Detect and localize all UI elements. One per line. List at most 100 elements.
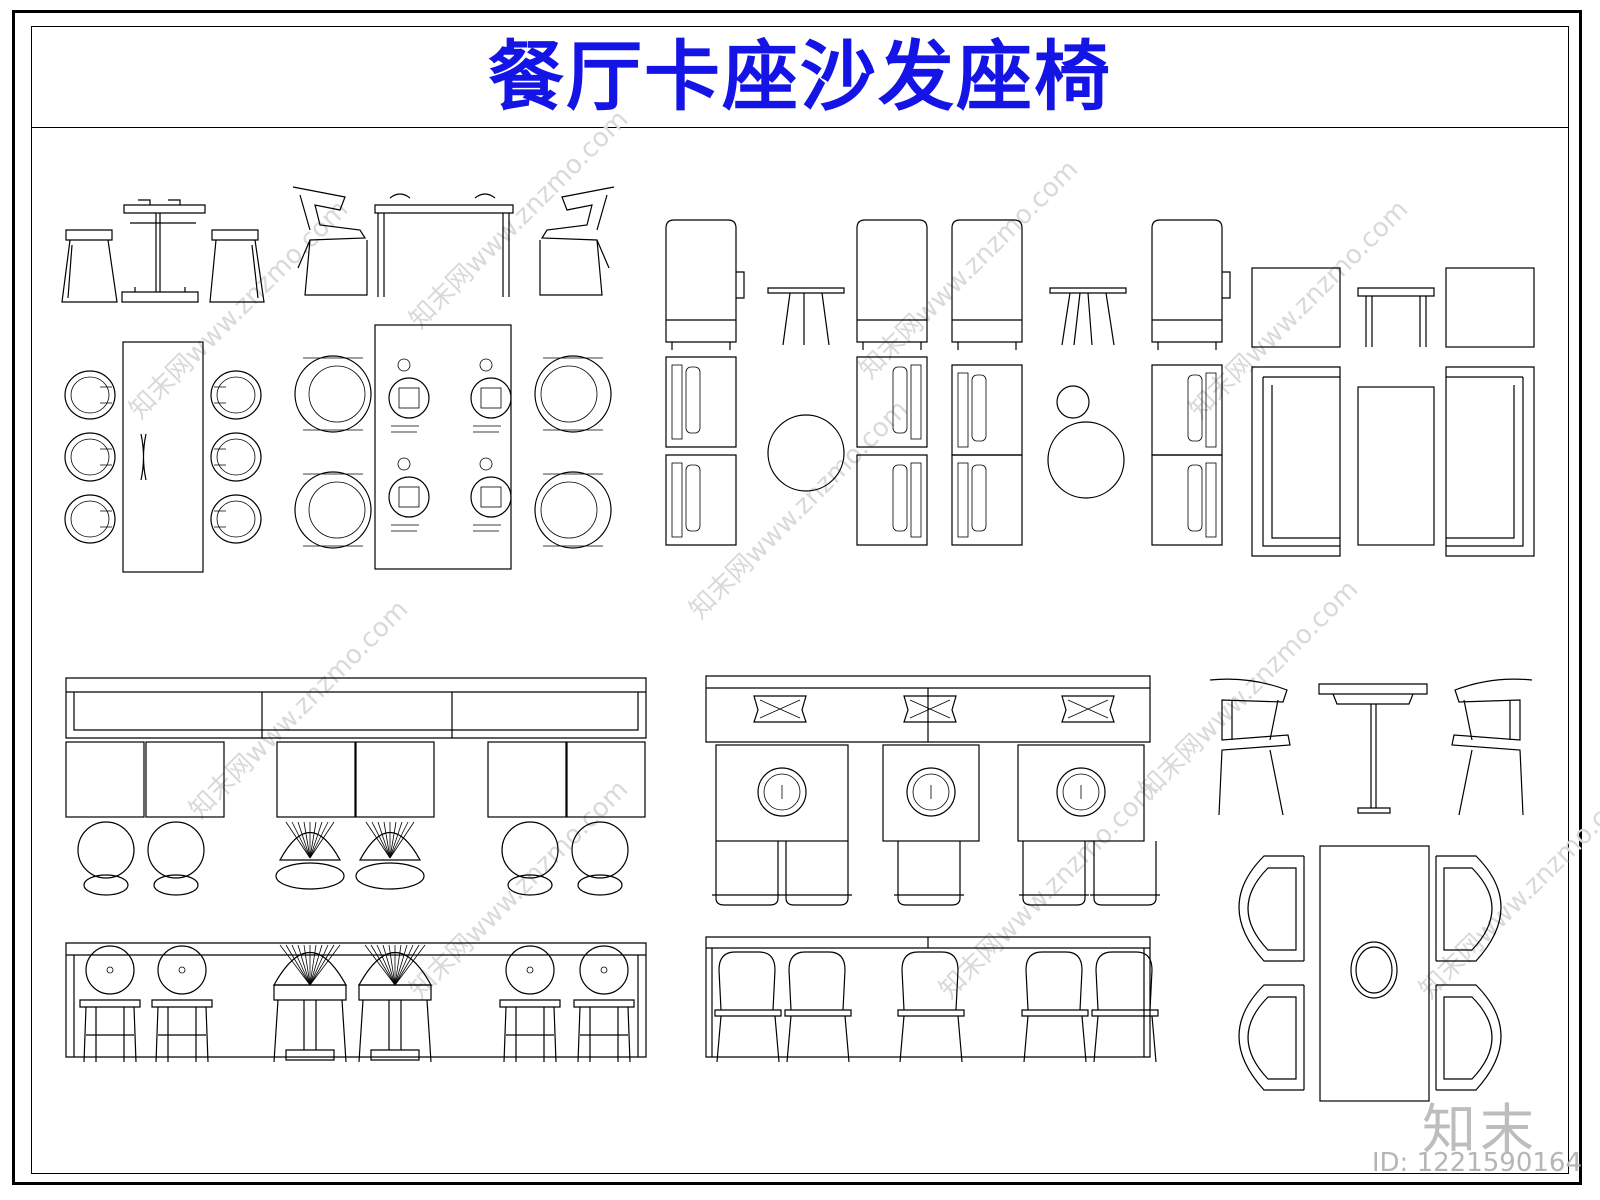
- ball-stool-base: [507, 874, 553, 896]
- cushion: [903, 695, 957, 723]
- fan-bar-stool-frame: [273, 984, 347, 1063]
- hotpot-burner: [388, 377, 430, 419]
- rect-table-plan: [1357, 386, 1435, 546]
- square-table: [355, 741, 435, 818]
- chopsticks: [473, 425, 501, 433]
- hotpot-insert: [398, 387, 420, 409]
- hotpot-insert: [480, 387, 502, 409]
- booth-elevation: [856, 219, 928, 350]
- square-tables-plan: [65, 741, 646, 818]
- fan-bar-stool-rib: [370, 944, 396, 986]
- watermark-id: ID: 1221590164: [1371, 1148, 1582, 1178]
- hotpot-pot: [912, 773, 950, 811]
- booth-elevation: [665, 219, 737, 350]
- stools-plan: [77, 821, 629, 896]
- fan-stool-rib: [309, 821, 323, 859]
- chair-plan: [1019, 841, 1089, 906]
- fan-bar-stool-rib: [382, 944, 396, 986]
- watermark-text: 知末网www.znzmo.com: [404, 774, 635, 1005]
- round-table-plan-2: [1056, 385, 1090, 419]
- table-logo-outer: [1350, 941, 1398, 999]
- sofa-cushion: [1187, 374, 1203, 442]
- bar-stool-dot: [178, 966, 186, 974]
- stool-elevation-right: [209, 229, 265, 303]
- ball-stool-base: [83, 874, 129, 896]
- watermark-text: 知末网www.znzmo.com: [1414, 774, 1600, 1005]
- chopsticks: [391, 524, 419, 532]
- tub-chair-arms: [303, 473, 363, 547]
- chair-elevation-right: [1451, 678, 1533, 816]
- tub-chair: [534, 355, 612, 433]
- sofa-seat-plan: [856, 454, 928, 546]
- hotpot-ring: [757, 767, 807, 817]
- cushion-fold: [1067, 699, 1109, 719]
- round-chair-seat: [70, 500, 110, 538]
- hotpot-burners: [388, 358, 512, 532]
- fan-stool-back: [278, 832, 342, 861]
- fan-bar-stool-rib: [394, 944, 402, 986]
- fan-bar-stool-rib: [394, 944, 426, 986]
- watermark-text: 知末网www.znzmo.com: [934, 774, 1165, 1005]
- hotpot-burner: [470, 476, 512, 518]
- title-bar: 餐厅卡座沙发座椅: [31, 26, 1569, 128]
- booth-elevation: [705, 936, 1151, 1058]
- round-chair: [64, 432, 116, 482]
- round-chair: [210, 494, 262, 544]
- dining-chair-set: [1209, 678, 1533, 1102]
- sofa-cushion: [1187, 464, 1203, 532]
- fan-bar-stool-rib: [394, 944, 414, 986]
- sofa-plan-right: [1445, 366, 1535, 557]
- fan-bar-stool-back: [272, 951, 348, 986]
- chair-elevation: [714, 951, 782, 1063]
- fan-stool-rib: [309, 821, 335, 859]
- stool-elevation-left: [61, 229, 118, 303]
- tub-chair-seat: [540, 365, 598, 423]
- tub-chair-seat: [540, 481, 598, 539]
- square-table: [65, 741, 145, 818]
- cube-seat-elevation-left: [1251, 267, 1341, 348]
- round-table-plan-3: [1047, 421, 1125, 499]
- booth-elevation: [951, 219, 1023, 350]
- sofa-backrest: [910, 364, 922, 440]
- fan-stool-rib: [389, 821, 397, 859]
- round-chair-notch: [214, 386, 226, 404]
- watermark-layer: 知末网www.znzmo.com知末网www.znzmo.com知末网www.z…: [124, 104, 1600, 1005]
- fan-stool-seat: [355, 862, 425, 890]
- booth-side-panel: [736, 271, 745, 299]
- fan-stool-rib: [303, 821, 311, 859]
- fan-stool-seat: [275, 862, 345, 890]
- hotpot-ring: [906, 767, 956, 817]
- round-chair-notch: [214, 448, 226, 466]
- square-table: [276, 741, 356, 818]
- armchair-elevation-left: [292, 186, 368, 296]
- chair-elevation: [1021, 951, 1089, 1063]
- round-chair-seat: [216, 500, 256, 538]
- fan-bar-stool-rib: [388, 944, 396, 986]
- cushion-fold: [909, 699, 951, 719]
- ball-stool: [571, 821, 629, 879]
- bar-stool-dot: [106, 966, 114, 974]
- fan-stool-rib: [371, 821, 391, 859]
- fan-stool-back: [358, 832, 422, 861]
- fan-bar-stool-rib: [303, 944, 311, 986]
- long-table-plan: [122, 341, 204, 573]
- bowl: [479, 457, 493, 471]
- fan-bar-stool-rib: [394, 944, 408, 986]
- tub-chair-arms: [303, 357, 363, 431]
- cushion-fold: [759, 699, 801, 719]
- ball-stool: [77, 821, 135, 879]
- bar-stool-set: [61, 199, 265, 573]
- sofa-seat-plan: [951, 364, 1023, 456]
- table-elevation: [374, 193, 514, 297]
- bar-stool-frame: [151, 999, 213, 1063]
- hotpot-table-plan: [374, 324, 512, 570]
- watermark-text: 知末网www.znzmo.com: [1134, 574, 1365, 805]
- round-chair: [210, 370, 262, 420]
- pedestal-table-elevation-2: [1318, 683, 1428, 814]
- chopsticks: [473, 524, 501, 532]
- tub-chair-seat: [308, 481, 366, 539]
- sofa-seat-plan: [665, 454, 737, 546]
- fan-bar-stool-rib: [279, 944, 311, 986]
- hotpot-booth-row: [705, 675, 1160, 1063]
